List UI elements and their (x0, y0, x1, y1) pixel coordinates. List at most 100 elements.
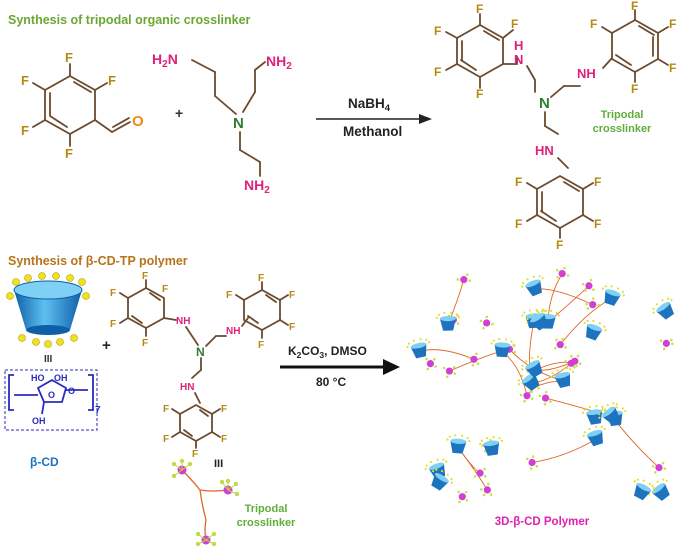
fluoro-dot (426, 367, 430, 371)
crosslink-node (458, 493, 466, 501)
crosslink-node (460, 276, 468, 284)
ho-group: HO (31, 373, 45, 383)
fluoro-dot (475, 352, 478, 356)
fluoro-dot (483, 474, 487, 478)
fluoro-dot (561, 337, 564, 341)
fluoro-dot (482, 326, 485, 330)
f-atom: F (631, 82, 638, 96)
fluoro-dot (519, 393, 523, 397)
cyclodextrin-cone (435, 311, 460, 331)
fluoro-dot (556, 275, 559, 279)
f-atom: F (258, 340, 264, 351)
fluoro-dot (581, 282, 585, 286)
fluoro-dot (487, 482, 490, 486)
crosslink-line (532, 438, 597, 463)
reaction-arrow-1: NaBH4 Methanol (316, 96, 432, 139)
fluoro-dot (651, 464, 655, 468)
amine-n: N (514, 52, 523, 67)
cd-label: β-CD (30, 455, 59, 469)
tris-aminoethyl-amine: N H2N NH2 NH2 (152, 51, 292, 196)
fluoro-dot (654, 471, 657, 474)
fluoro-dot (466, 355, 470, 359)
f-atom: F (476, 87, 483, 101)
ring-oxygen: O (48, 390, 55, 400)
amine-group: H2N (152, 51, 178, 70)
fluoro-dot (671, 342, 674, 345)
f-atom: F (65, 50, 73, 65)
fluoro-dot (482, 493, 486, 497)
crosslink-node (426, 360, 434, 368)
fluoro-dot (531, 455, 535, 458)
fluoro-dot (570, 354, 573, 358)
fluoro-dot (491, 322, 494, 326)
fluoro-dot (576, 354, 580, 358)
f-atom: F (221, 404, 227, 415)
nitrogen-atom: N (233, 115, 244, 132)
fluoro-dot (555, 268, 559, 272)
fluoro-dot (464, 490, 468, 494)
crosslink-node (662, 339, 670, 347)
fluoro-dot (591, 297, 595, 300)
fluoro-dot (465, 273, 469, 276)
fluoro-dot (452, 366, 456, 369)
polymer-label: 3D-β-CD Polymer (495, 516, 590, 528)
fluoro-dot (442, 366, 446, 370)
amine-nh: NH (226, 326, 240, 337)
f-atom: F (594, 217, 601, 231)
fluoro-dot (544, 390, 548, 394)
cyclodextrin-cone (526, 308, 548, 331)
amine-hn: HN (535, 143, 554, 158)
fluoro-dot (578, 362, 582, 366)
crosslink-node (585, 282, 593, 290)
f-atom: F (515, 175, 522, 189)
crosslinker-label-line2: crosslinker (237, 517, 296, 529)
fluoro-dot (575, 364, 578, 368)
fluoro-dot (529, 467, 533, 470)
cyclodextrin-cone (633, 478, 656, 501)
reaction-arrow-2: K2CO3, DMSO 80 °C (280, 344, 400, 389)
crosslink-node (541, 394, 550, 402)
f-atom: F (142, 271, 148, 282)
fluoro-dot (585, 302, 589, 306)
tripodal-crosslinker-product: F F F F F H N N NH F F F F F HN (434, 0, 676, 252)
cyclodextrin-cone (601, 285, 625, 306)
f-atom: F (289, 322, 295, 333)
amine-hn: HN (180, 382, 194, 393)
fluoro-dot (662, 347, 666, 351)
f-atom: F (162, 284, 168, 295)
crosslinker-cartoon (171, 458, 240, 547)
fluoro-dot (458, 500, 461, 504)
fluoro-dot (549, 400, 552, 403)
f-atom: F (65, 146, 73, 161)
fluoro-dot (564, 360, 567, 363)
amine-group: NH2 (244, 177, 270, 196)
f-atom: F (221, 434, 227, 445)
fluoro-dot (661, 461, 665, 465)
f-atom: F (590, 17, 597, 31)
f-atom: F (556, 238, 563, 252)
f-atom: F (142, 338, 148, 349)
f-atom: F (669, 17, 676, 31)
fluoro-dot (457, 490, 460, 494)
fluoro-dot (513, 350, 517, 354)
crosslink-node (558, 269, 566, 278)
fluoro-dot (565, 366, 569, 370)
equivalence-mark: III (44, 354, 53, 365)
cyclodextrin-cone (582, 404, 606, 425)
product-label-line2: crosslinker (593, 123, 652, 135)
repeat-subscript: 7 (95, 405, 101, 416)
cyclodextrin-cone (598, 402, 620, 425)
fluoro-dot (592, 288, 595, 292)
fluoro-dot (537, 386, 540, 390)
fluoro-dot (473, 475, 477, 478)
fluoro-dot (476, 362, 480, 366)
crosslink-node (571, 357, 579, 365)
fluoro-dot (530, 397, 534, 400)
central-nitrogen: N (539, 95, 550, 112)
fluoro-dot (485, 315, 489, 319)
fluoro-dot (659, 339, 663, 342)
f-atom: F (110, 288, 116, 299)
amine-nh: NH (176, 316, 190, 327)
crosslinker-label-line1: Tripodal (245, 503, 288, 515)
fluoro-dot (566, 274, 570, 277)
